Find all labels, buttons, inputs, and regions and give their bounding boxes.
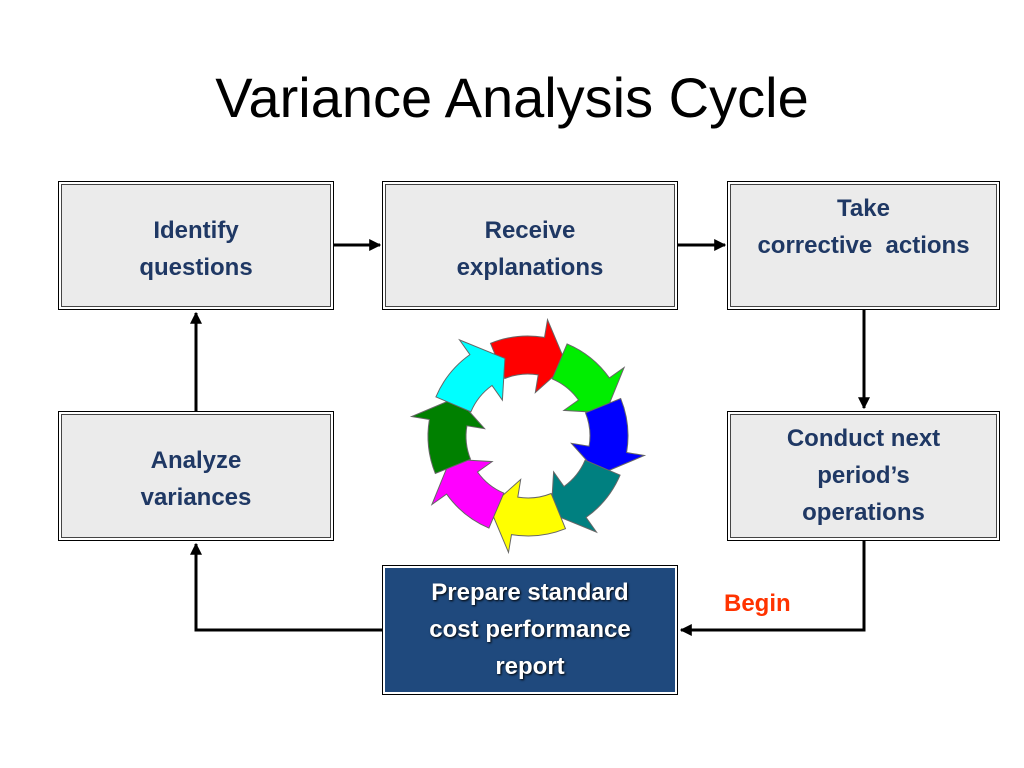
page-title: Variance Analysis Cycle <box>215 66 809 129</box>
step-prepare-report: Prepare standard cost performance report <box>382 565 678 695</box>
step-analyze-variances-label: Analyze variances <box>140 447 252 511</box>
step-receive-explanations: Receive explanations <box>382 181 678 310</box>
step-receive-explanations-label: Receive explanations <box>456 217 604 281</box>
step-analyze-variances: Analyze variances <box>58 411 334 541</box>
step-conduct-next-period-label: Conduct next period’s operations <box>786 425 941 526</box>
arrow-prepare-to-analyze <box>190 542 382 632</box>
step-identify-questions: Identify questions <box>58 181 334 310</box>
step-conduct-next-period: Conduct next period’s operations <box>727 411 1000 541</box>
step-take-corrective-actions-label: Take corrective actions <box>757 195 970 259</box>
step-prepare-report-label: Prepare standard cost performance report <box>429 579 631 680</box>
begin-label: Begin <box>724 590 791 617</box>
circular-arrows-icon <box>409 317 647 555</box>
cycle-arrow-segment <box>435 338 506 413</box>
step-identify-questions-label: Identify questions <box>139 217 253 281</box>
arrow-conduct-to-prepare <box>679 541 866 636</box>
step-take-corrective-actions: Take corrective actions <box>727 181 1000 310</box>
